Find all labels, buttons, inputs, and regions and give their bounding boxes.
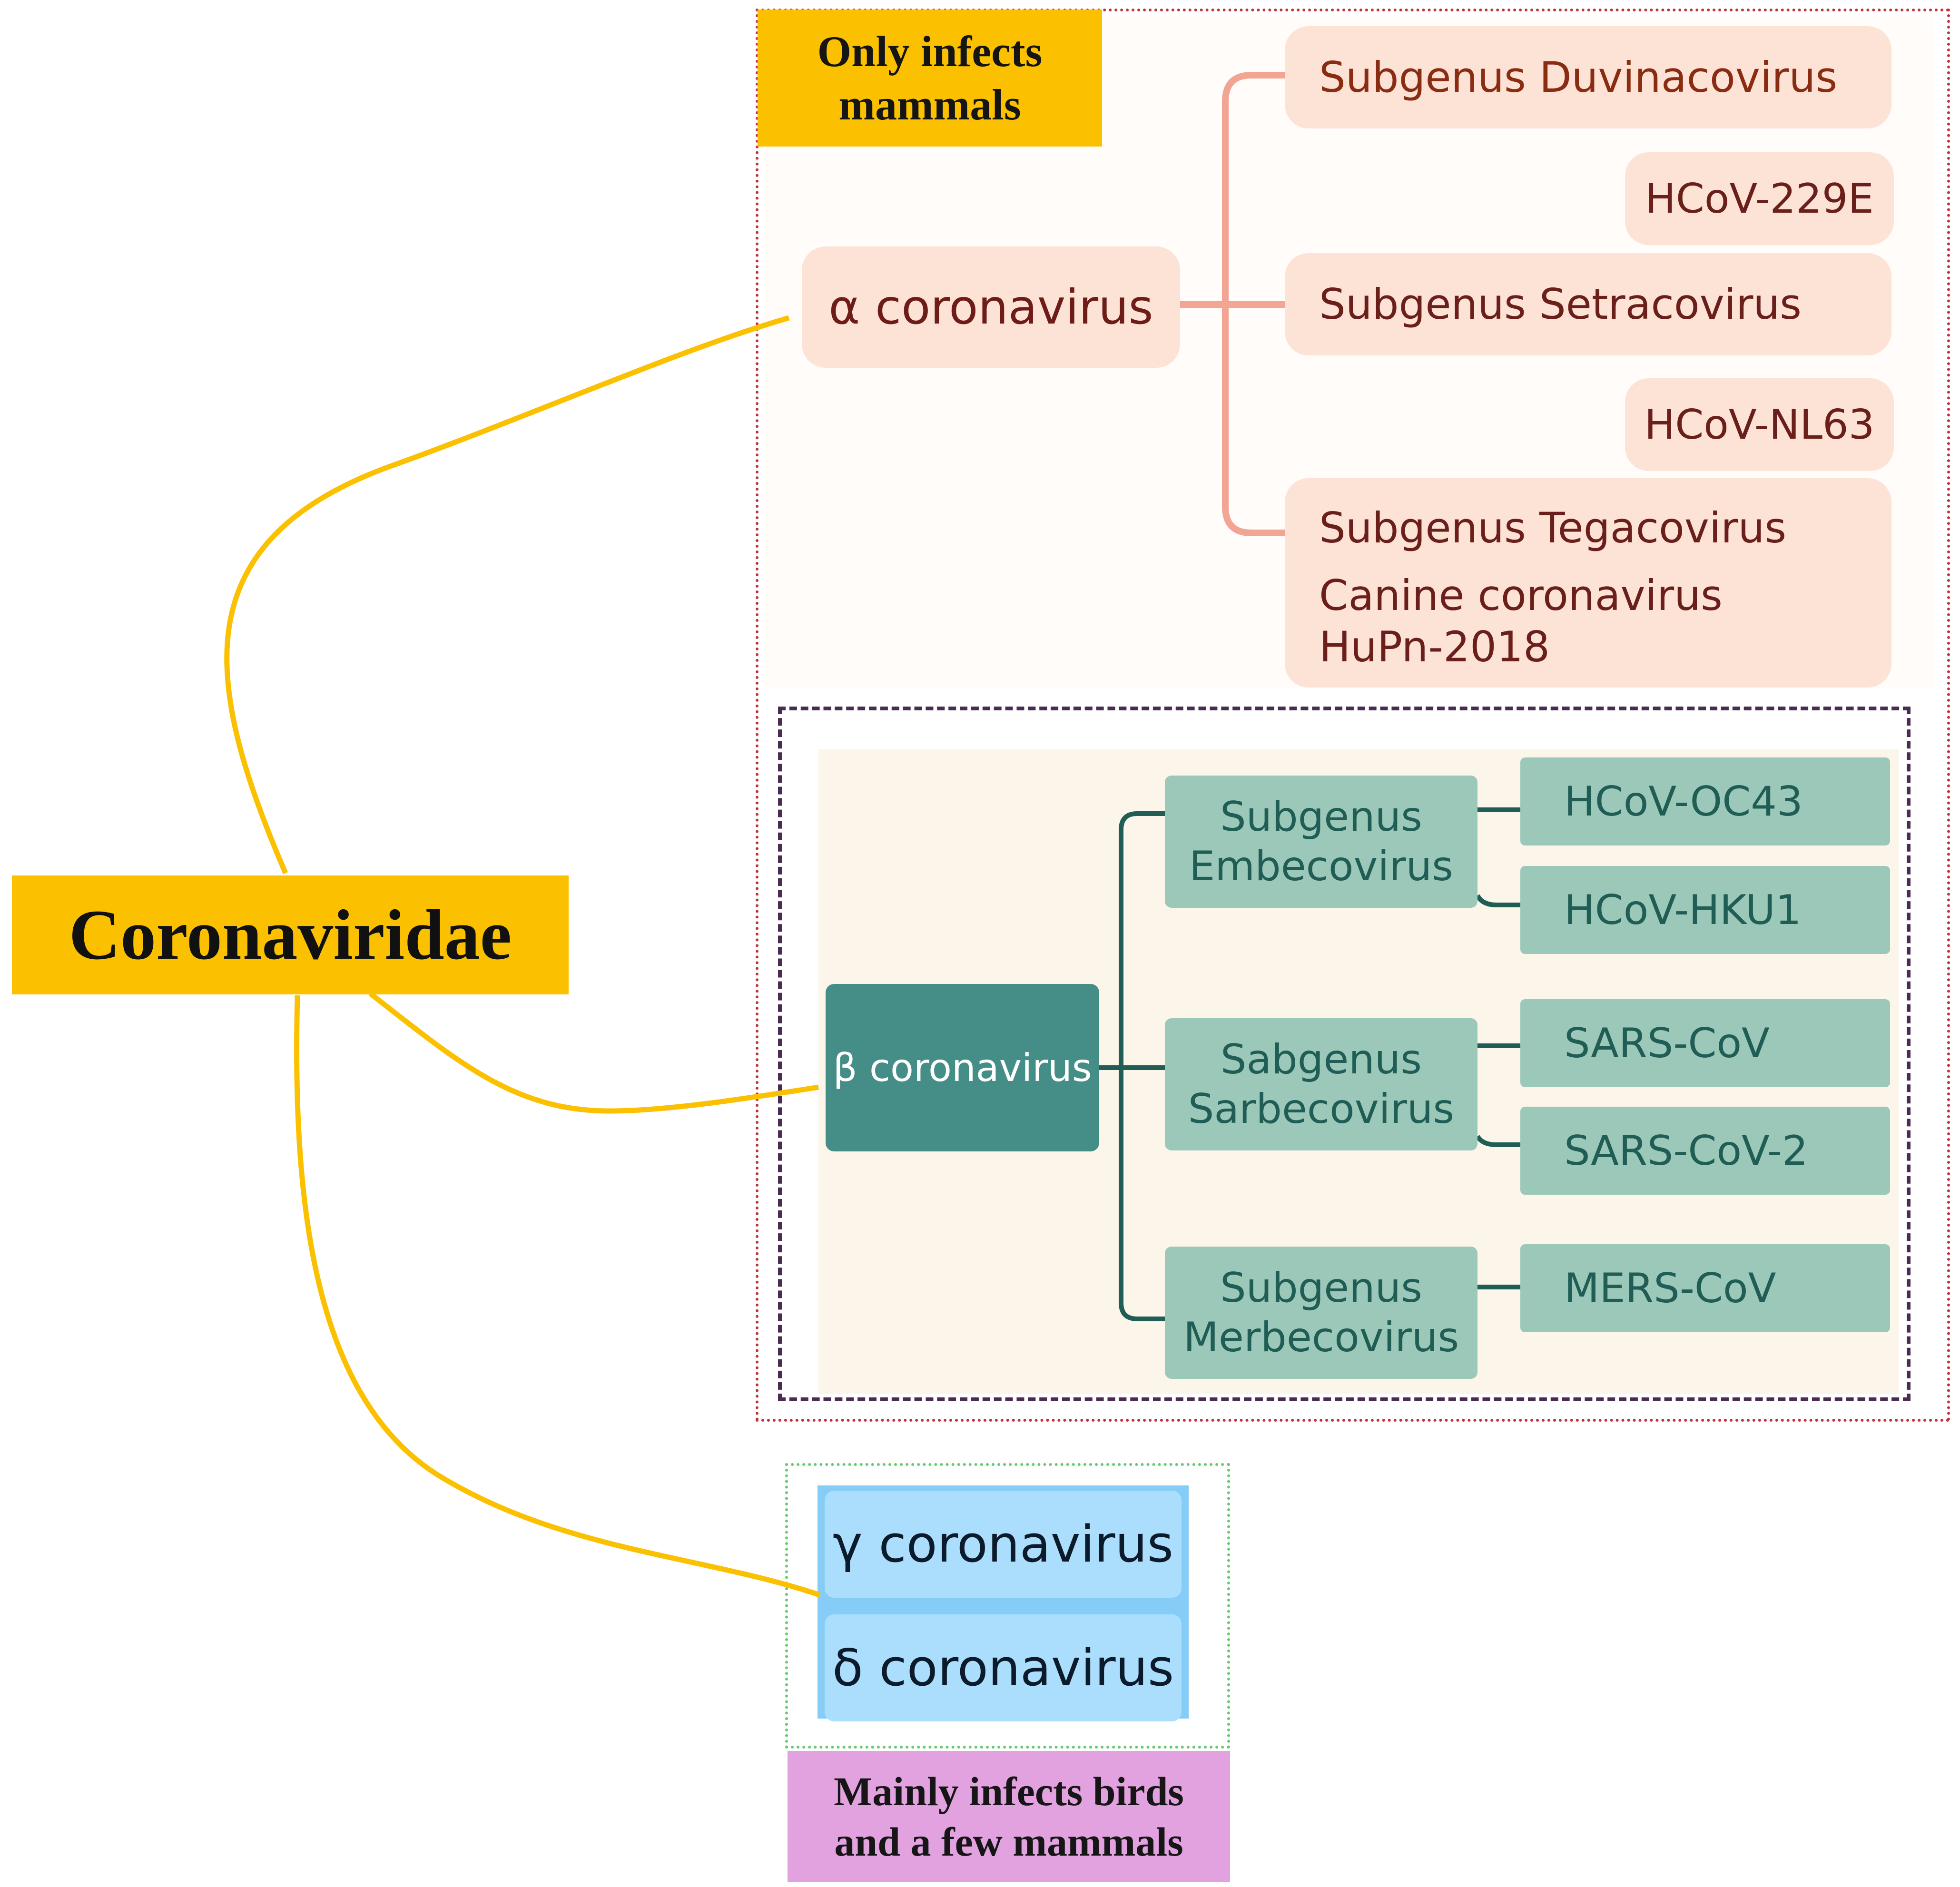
- hupn-2018: HuPn-2018: [1319, 622, 1550, 671]
- beta-group-frame: [778, 707, 1911, 1401]
- subgenus-merbecovirus: Subgenus Merbecovirus: [1165, 1247, 1477, 1379]
- family-title: Coronaviridae: [12, 875, 569, 994]
- canine-coronavirus: Canine coronavirus: [1319, 571, 1723, 620]
- alpha-tree-lines: [1180, 72, 1285, 536]
- link-to-alpha: [224, 315, 790, 875]
- link-to-gamma-delta: [294, 995, 820, 1598]
- gamma-coronavirus-node: γ coronavirus: [825, 1491, 1182, 1598]
- sarbecovirus-line-1: Sabgenus: [1220, 1036, 1422, 1083]
- sars-cov: SARS-CoV: [1520, 999, 1890, 1087]
- link-to-beta: [368, 991, 819, 1114]
- merbecovirus-line-2: Merbecovirus: [1183, 1314, 1459, 1361]
- mammals-note: Only infects mammals: [758, 10, 1102, 147]
- subgenus-duvinacovirus: Subgenus Duvinacovirus: [1285, 26, 1891, 128]
- mers-cov: MERS-CoV: [1520, 1244, 1890, 1332]
- subgenus-sarbecovirus: Sabgenus Sarbecovirus: [1165, 1018, 1477, 1150]
- subgenus-setracovirus: Subgenus Setracovirus: [1285, 253, 1891, 355]
- mammal-group-frame: [756, 9, 1950, 1422]
- sarbecovirus-line-2: Sarbecovirus: [1188, 1085, 1455, 1133]
- birds-note-line-2: and a few mammals: [834, 1819, 1183, 1865]
- delta-coronavirus-node: δ coronavirus: [825, 1614, 1182, 1721]
- bird-group-frame: [785, 1463, 1230, 1749]
- tegacovirus-label: Subgenus Tegacovirus: [1319, 503, 1787, 552]
- birds-note: Mainly infects birds and a few mammals: [788, 1751, 1230, 1882]
- embecovirus-line-2: Embecovirus: [1189, 843, 1453, 890]
- hcov-nl63: HCoV-NL63: [1625, 378, 1894, 471]
- alpha-coronavirus-node: α coronavirus: [802, 246, 1180, 368]
- birds-note-line-1: Mainly infects birds: [834, 1769, 1184, 1814]
- hcov-229e: HCoV-229E: [1625, 152, 1894, 245]
- embecovirus-line-1: Subgenus: [1220, 793, 1422, 841]
- hcov-hku1: HCoV-HKU1: [1520, 866, 1890, 954]
- subgenus-tegacovirus: Subgenus Tegacovirus Canine coronavirus …: [1285, 478, 1891, 688]
- subgenus-embecovirus: Subgenus Embecovirus: [1165, 776, 1477, 908]
- hcov-oc43: HCoV-OC43: [1520, 757, 1890, 845]
- beta-coronavirus-node: β coronavirus: [826, 984, 1099, 1151]
- mammals-note-line-2: mammals: [838, 80, 1021, 129]
- mammals-note-line-1: Only infects: [817, 27, 1043, 76]
- merbecovirus-line-1: Subgenus: [1220, 1264, 1422, 1312]
- beta-tree-lines: [1099, 807, 1520, 1321]
- sars-cov-2: SARS-CoV-2: [1520, 1107, 1890, 1195]
